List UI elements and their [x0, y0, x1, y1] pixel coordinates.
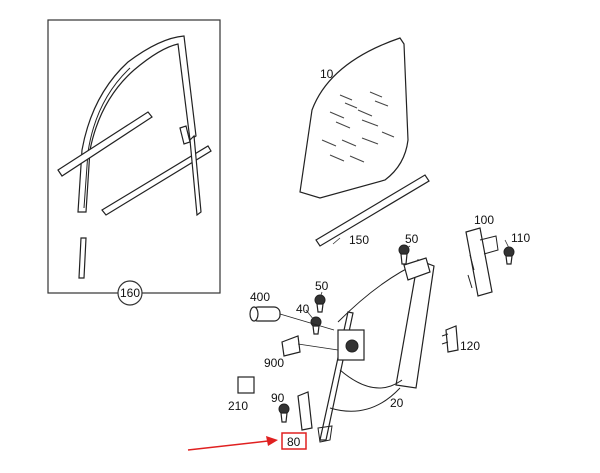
leader-lines [305, 237, 510, 321]
callout-circle-160 [117, 280, 143, 306]
part-120 [441, 325, 459, 353]
label-50-mid: 50 [315, 279, 329, 293]
label-50-top: 50 [405, 232, 419, 246]
label-160: 160 [120, 286, 140, 300]
label-120: 120 [460, 339, 480, 353]
red-arrow [187, 436, 278, 451]
label-40: 40 [296, 302, 310, 316]
label-210: 210 [228, 399, 248, 413]
label-80: 80 [287, 435, 301, 449]
part-210 [237, 376, 255, 394]
window-glass [299, 37, 409, 199]
label-110: 110 [511, 231, 530, 245]
label-20: 20 [390, 396, 404, 410]
glass-seal-strip [315, 174, 430, 247]
label-400: 400 [250, 290, 270, 304]
bolt-90 [278, 403, 290, 423]
bracket-100 [465, 227, 499, 297]
label-150: 150 [349, 233, 369, 247]
bolt-110 [503, 246, 515, 265]
part-900 [281, 335, 339, 357]
window-regulator [317, 257, 435, 443]
label-900: 900 [264, 356, 284, 370]
inset-box-160 [47, 19, 221, 306]
label-90: 90 [271, 391, 285, 405]
highlight-box-80 [281, 432, 307, 450]
bracket-80 [297, 391, 313, 431]
label-100: 100 [474, 213, 494, 227]
motor-400 [249, 306, 335, 331]
label-10: 10 [320, 67, 334, 81]
bolt-50-mid [314, 294, 326, 313]
